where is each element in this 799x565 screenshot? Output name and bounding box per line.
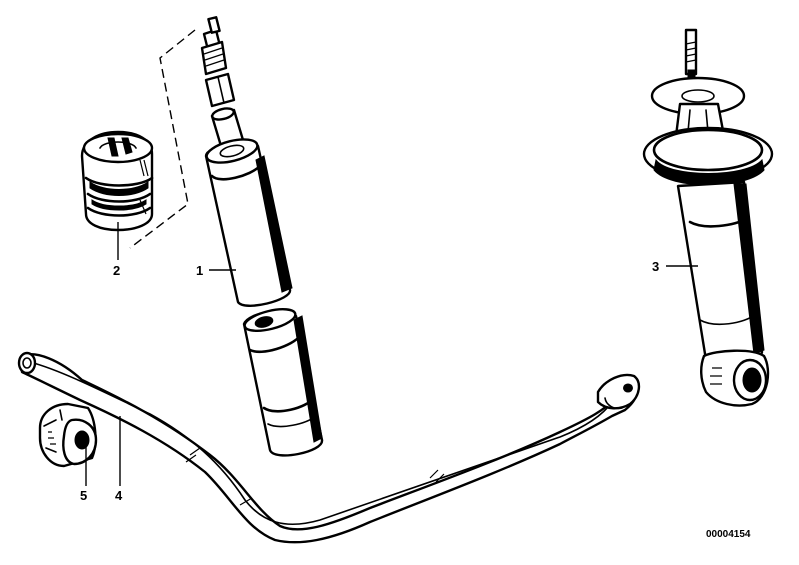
- callout-part-3: 3: [652, 259, 659, 274]
- front-shock-absorber-cartridge-icon: [200, 16, 324, 457]
- callout-part-5: 5: [80, 488, 87, 503]
- auxiliary-rubber-spring-icon: [80, 130, 154, 232]
- assembly-dashed-line: [129, 29, 196, 249]
- stabilizer-rubber-mounting-icon: [38, 402, 98, 468]
- callout-part-2: 2: [113, 263, 120, 278]
- callout-part-4: 4: [115, 488, 123, 503]
- rear-shock-absorber-icon: [642, 28, 774, 407]
- leader-lines: [85, 222, 698, 486]
- stabilizer-bar-icon: [17, 351, 641, 544]
- drawing-reference-number: 00004154: [706, 529, 751, 540]
- callout-part-1: 1: [196, 263, 203, 278]
